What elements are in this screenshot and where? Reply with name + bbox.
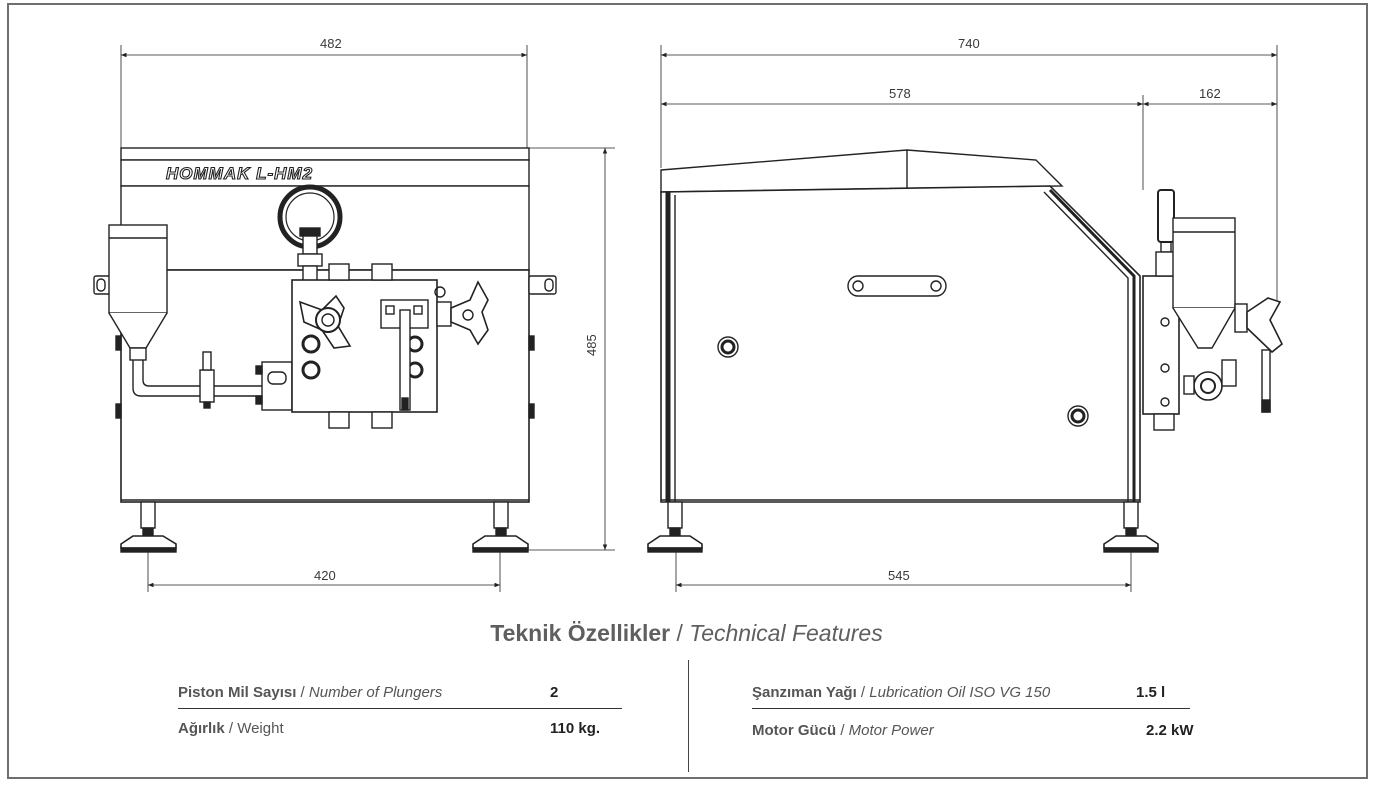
spec-label-en: Number of Plungers (308, 684, 443, 701)
spec-value: 2 (550, 684, 559, 701)
specs-title-en: Technical Features (689, 620, 883, 646)
drawing-frame (7, 3, 1368, 779)
spec-label-en: Weight (237, 720, 284, 737)
spec-label-separator: / (296, 684, 309, 701)
technical-drawing: HOMMAK L-HM2 482 485 420 (93, 36, 1284, 592)
spec-label-tr: Ağırlık (178, 720, 225, 737)
dim-side-body: 578 (889, 86, 911, 101)
specs-title-tr: Teknik Özellikler (490, 620, 671, 646)
spec-label-en: Lubrication Oil ISO VG 150 (869, 684, 1051, 701)
spec-label-separator: / (856, 684, 870, 701)
spec-row-motor-power: Motor Gücü / Motor Power 2.2 kW (752, 722, 1198, 746)
spec-row-weight: Ağırlık / Weight 110 kg. (178, 720, 622, 744)
dim-front-width: 482 (320, 36, 342, 51)
dim-side-extension: 162 (1199, 86, 1221, 101)
dim-front-feet: 420 (314, 568, 336, 583)
spec-label-separator: / (836, 722, 849, 739)
spec-label-tr: Motor Gücü (752, 722, 837, 739)
spec-value: 1.5 l (1136, 684, 1166, 701)
spec-value: 2.2 kW (1146, 722, 1194, 739)
spec-value: 110 kg. (550, 720, 601, 737)
brand-label: HOMMAK L-HM2 (166, 164, 313, 183)
spec-label-en: Motor Power (848, 722, 934, 739)
spec-label-separator: / (224, 720, 238, 737)
specs-title: Teknik Özellikler / Technical Features (0, 620, 1373, 647)
spec-label-tr: Şanzıman Yağı (752, 684, 857, 701)
dim-front-height: 485 (584, 334, 599, 356)
front-view (93, 45, 615, 592)
dim-side-total: 740 (958, 36, 980, 51)
spec-row-lubrication-oil: Şanzıman Yağı / Lubrication Oil ISO VG 1… (752, 684, 1190, 709)
specs-divider (688, 660, 689, 772)
spec-label-tr: Piston Mil Sayısı (178, 684, 297, 701)
dim-side-feet: 545 (888, 568, 910, 583)
spec-row-plungers: Piston Mil Sayısı / Number of Plungers 2 (178, 684, 622, 709)
specs-title-separator: / (670, 620, 690, 646)
side-view (647, 45, 1284, 592)
